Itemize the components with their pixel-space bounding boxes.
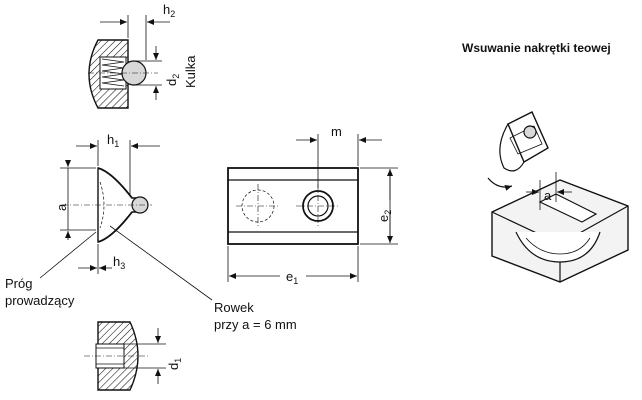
dim-m: m xyxy=(331,124,342,139)
leader-prog xyxy=(39,231,97,279)
spring-icon xyxy=(101,58,125,87)
slot-opening xyxy=(538,193,598,223)
dim-d2: d2 xyxy=(164,74,181,86)
dim-a-right: a xyxy=(544,188,552,203)
label-kulka: Kulka xyxy=(183,55,198,88)
label-rowek-line1: Rowek xyxy=(214,300,254,315)
slot-channel xyxy=(515,231,601,263)
dim-a-left: a xyxy=(54,203,69,211)
top-view-outline xyxy=(227,167,359,245)
dim-h2: h2 xyxy=(163,2,175,19)
insert-title: Wsuwanie nakrętki teowej xyxy=(462,41,611,55)
label-rowek-line2: przy a = 6 mm xyxy=(214,317,297,332)
label-prog-line2: prowadzący xyxy=(5,293,75,308)
side-view: h1 a h3 xyxy=(39,132,213,301)
dim-e2: e2 xyxy=(376,210,393,222)
nut-ball-icon xyxy=(523,125,537,139)
section-view-thread: d1 xyxy=(84,321,183,391)
insertion-illustration: a xyxy=(487,111,629,283)
section-view-ball: h2 d2 Kulka xyxy=(88,2,198,109)
rotation-arrow-icon xyxy=(487,177,513,191)
profile-block xyxy=(491,179,629,283)
leader-rowek xyxy=(109,225,213,301)
label-prog-line1: Próg xyxy=(5,276,32,291)
dim-d1: d1 xyxy=(166,358,183,370)
dim-h3: h3 xyxy=(113,254,125,271)
dim-e1: e1 xyxy=(286,269,298,286)
dim-h1: h1 xyxy=(107,132,119,149)
top-view: m e2 e1 xyxy=(227,124,398,286)
